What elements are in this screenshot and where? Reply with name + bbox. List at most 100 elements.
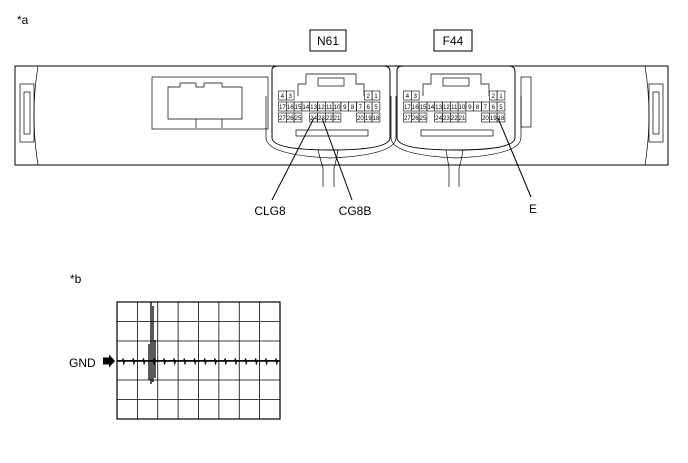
- scope-waveform: [117, 302, 280, 384]
- pin-1: 1: [499, 93, 503, 100]
- pin-15: 15: [295, 104, 302, 111]
- pin-8: 8: [476, 104, 480, 111]
- pin-5: 5: [374, 104, 378, 111]
- pin-7: 7: [484, 104, 488, 111]
- ground-marker: GND: [69, 354, 115, 370]
- connector-n61-latch-tab: [317, 77, 345, 87]
- connector-n61-shell: [265, 96, 397, 159]
- connector-f44-key-slot: [420, 129, 494, 137]
- scope-baseline-trace: [117, 358, 280, 366]
- left-mount-bracket: [19, 83, 35, 143]
- pin-18-cell: [496, 112, 506, 123]
- connector-f44-label-box: [433, 29, 473, 52]
- pin-11: 11: [451, 104, 458, 111]
- connector-n61-key-slot: [295, 129, 369, 137]
- pin-16: 16: [412, 104, 419, 111]
- figure-b-tag: *b: [70, 272, 82, 286]
- connector-n61-latch: [297, 73, 365, 96]
- callout-cg8b-leader: [321, 117, 353, 201]
- pin-7: 7: [359, 104, 363, 111]
- callout-clg8: CLG8: [254, 204, 286, 218]
- pin-14: 14: [427, 104, 434, 111]
- pin-20: 20: [357, 115, 364, 122]
- pin-18: 18: [373, 115, 380, 122]
- pin-4: 4: [281, 93, 285, 100]
- pin-2: 2: [491, 93, 495, 100]
- pin-27: 27: [279, 115, 286, 122]
- small-side-connector: [151, 76, 269, 130]
- pin-9: 9: [343, 104, 347, 111]
- pin-11: 11: [326, 104, 333, 111]
- pin-18-cell: [371, 112, 381, 123]
- pin-19: 19: [365, 115, 372, 122]
- connector-n61-wire-harness: [317, 149, 339, 187]
- pin-3: 3: [413, 93, 417, 100]
- pin-15: 15: [420, 104, 427, 111]
- pin-12: 12: [318, 104, 325, 111]
- connector-f44-housing: [396, 65, 516, 151]
- pin-25-cell: [418, 112, 428, 123]
- pin-10: 10: [459, 104, 466, 111]
- callout-e-leader: [497, 117, 532, 198]
- pin-21-cell: [332, 112, 342, 123]
- pin-12: 12: [443, 104, 450, 111]
- pin-21: 21: [459, 115, 466, 122]
- pin-27: 27: [404, 115, 411, 122]
- pin-6: 6: [366, 104, 370, 111]
- pin-21-cell: [457, 112, 467, 123]
- pin-16: 16: [287, 104, 294, 111]
- pin-2: 2: [366, 93, 370, 100]
- ecu-left-curve: [33, 65, 39, 166]
- connector-f44-latch: [422, 73, 490, 96]
- pin-17: 17: [404, 104, 411, 111]
- pin-19: 19: [490, 115, 497, 122]
- pin-9: 9: [468, 104, 472, 111]
- pin-5: 5: [499, 104, 503, 111]
- pin-17: 17: [279, 104, 286, 111]
- pin-22: 22: [451, 115, 458, 122]
- pin-14: 14: [302, 104, 309, 111]
- pin-25: 25: [420, 115, 427, 122]
- pin-23: 23: [443, 115, 450, 122]
- connector-f44-name: F44: [443, 34, 464, 48]
- pin-5-cell: [371, 101, 381, 112]
- connector-n61-housing: [271, 65, 391, 151]
- ground-arrow-icon: [103, 354, 115, 368]
- pin-1: 1: [374, 93, 378, 100]
- pin-13: 13: [310, 104, 317, 111]
- connector-f44-latch-tab: [442, 77, 470, 87]
- pin-1-cell: [496, 90, 506, 101]
- pin-10: 10: [334, 104, 341, 111]
- connector-f44-shell: [390, 96, 522, 159]
- callout-clg8-leader: [271, 117, 315, 201]
- callout-cg8b: CG8B: [339, 204, 372, 218]
- pin-3-cell: [410, 90, 420, 101]
- pin-1-cell: [371, 90, 381, 101]
- pin-20: 20: [482, 115, 489, 122]
- ground-label: GND: [69, 356, 96, 370]
- pin-18: 18: [498, 115, 505, 122]
- pin-22: 22: [326, 115, 333, 122]
- pin-8: 8: [351, 104, 355, 111]
- pin-26: 26: [287, 115, 294, 122]
- pin-4: 4: [406, 93, 410, 100]
- pin-24: 24: [435, 115, 442, 122]
- figure-a-tag: *a: [17, 13, 29, 27]
- connector-n61-label-box: [309, 29, 347, 52]
- pin-5-cell: [496, 101, 506, 112]
- pin-26: 26: [412, 115, 419, 122]
- pin-3: 3: [288, 93, 292, 100]
- pin-25-cell: [293, 112, 303, 123]
- connector-n61-name: N61: [317, 34, 339, 48]
- pin-3-cell: [285, 90, 295, 101]
- side-block: [520, 76, 532, 128]
- callout-leaders: [271, 117, 532, 201]
- callout-e: E: [529, 202, 537, 216]
- ecu-right-curve: [644, 65, 650, 166]
- connector-f44-wire-harness: [445, 149, 464, 187]
